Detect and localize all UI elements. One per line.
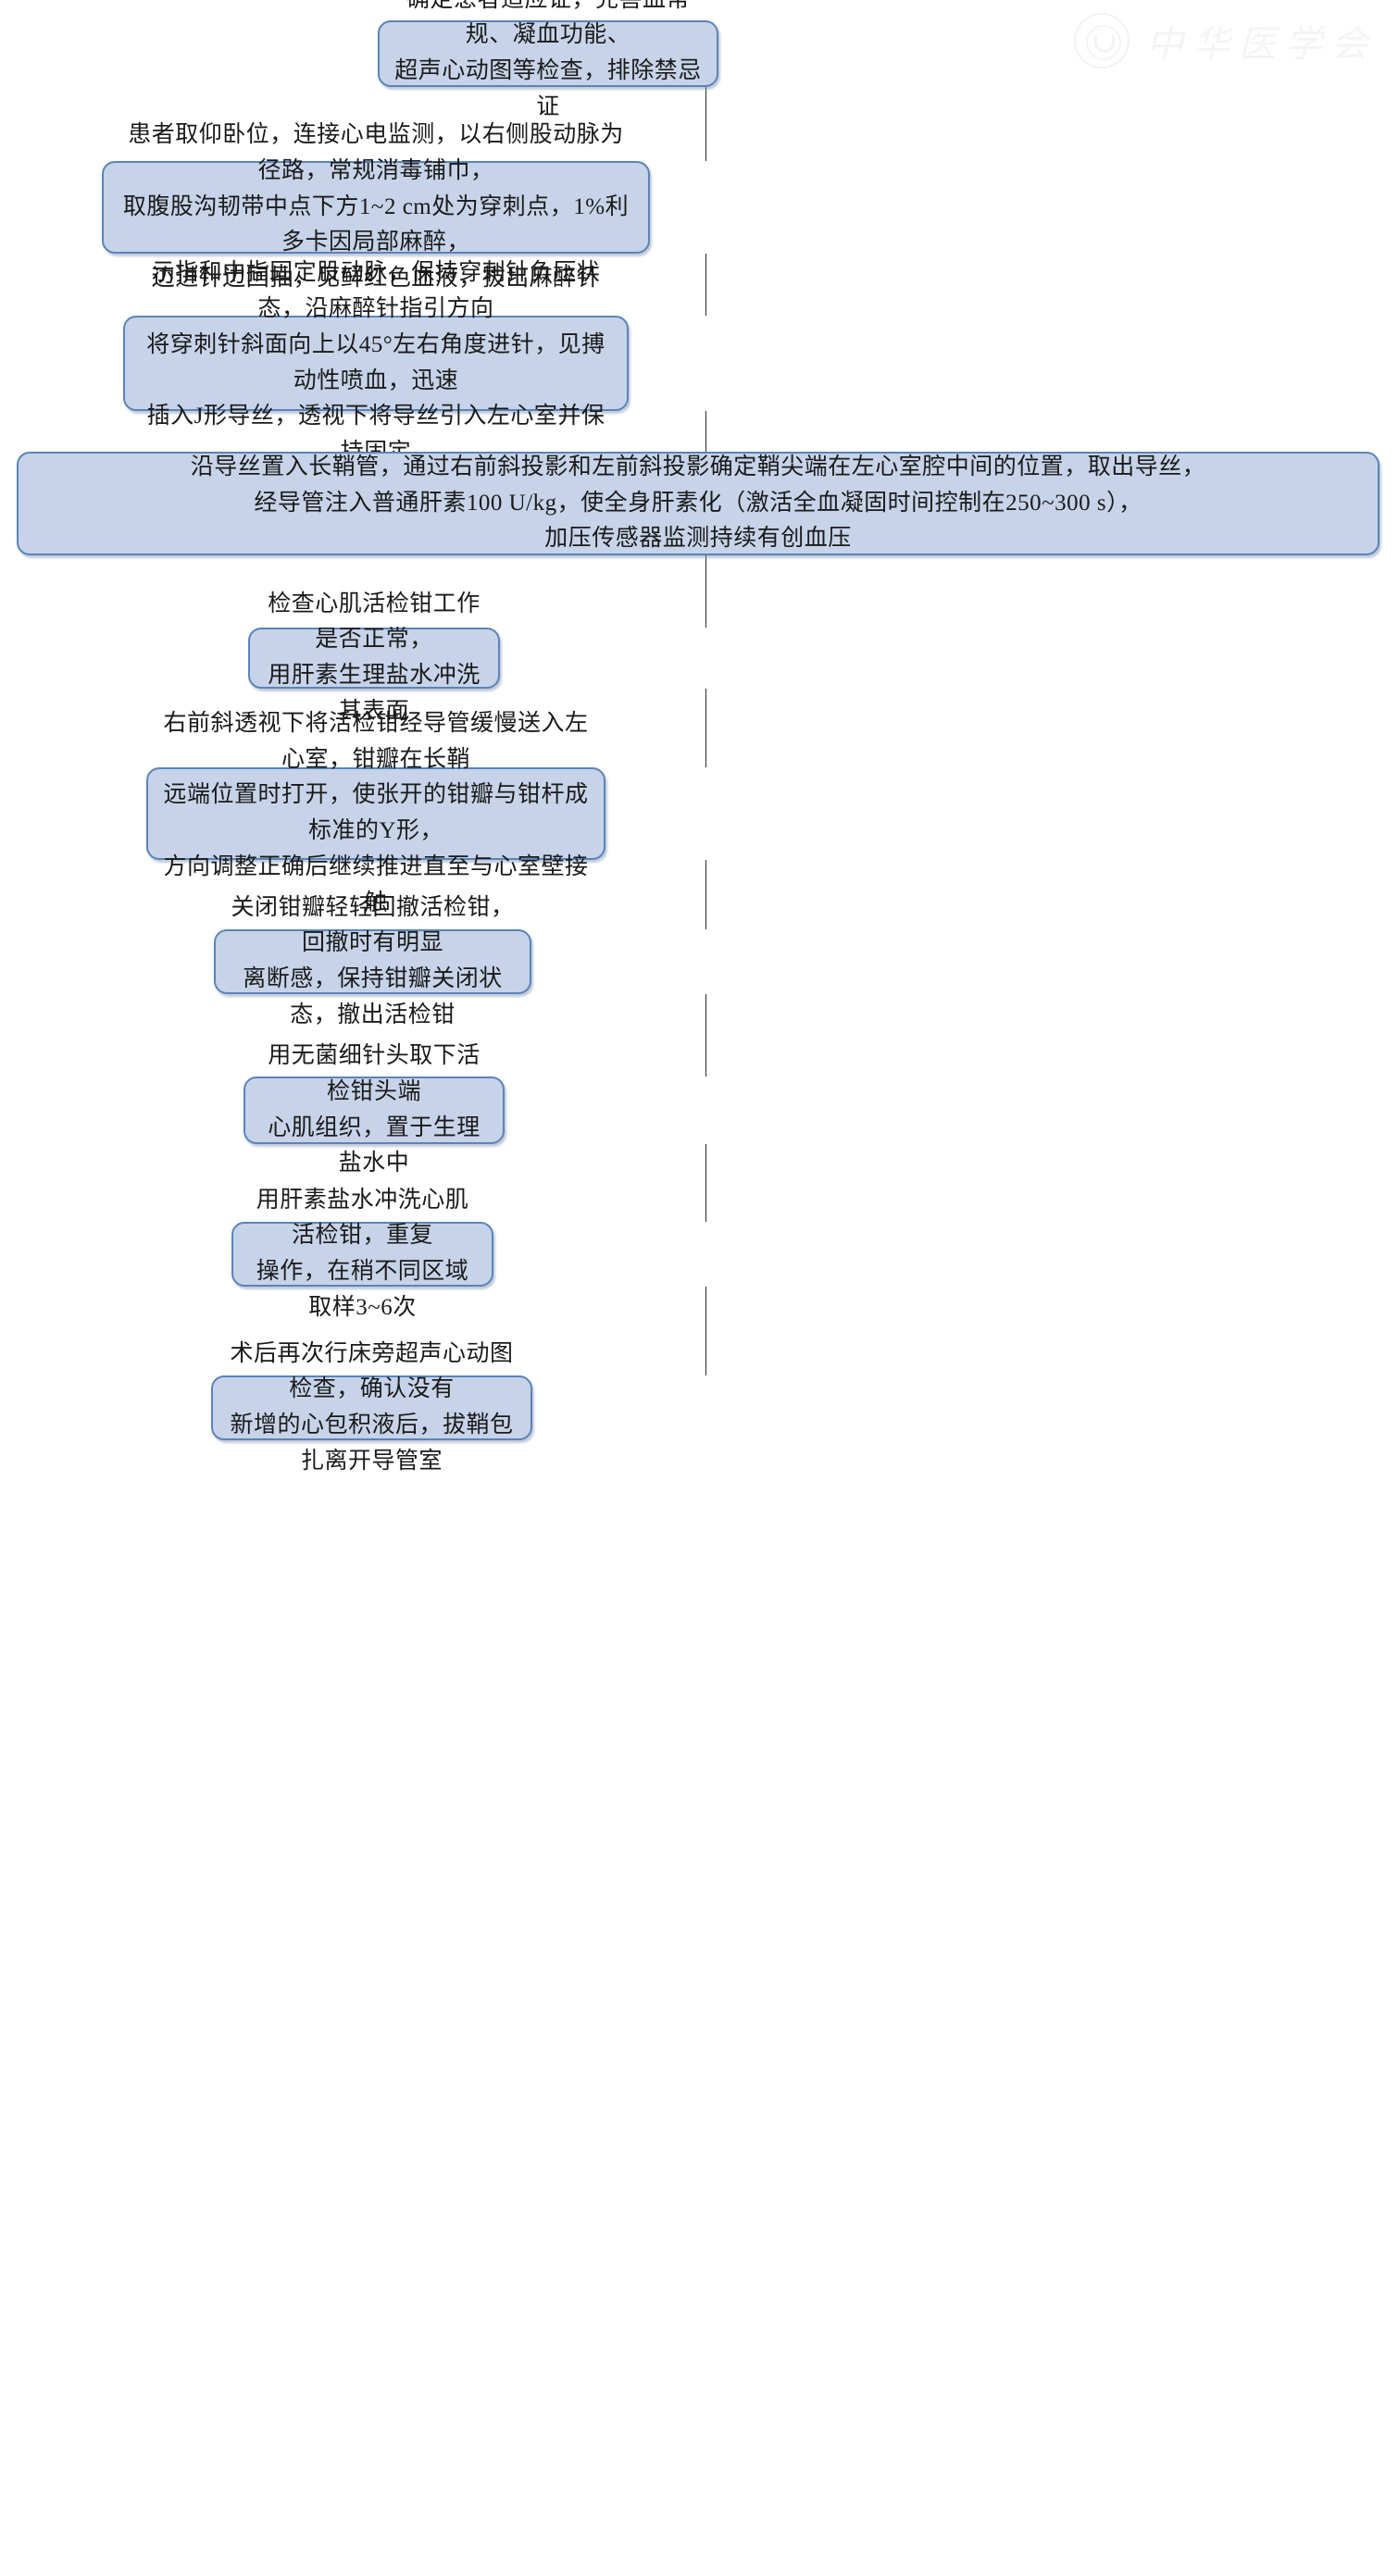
connector-step-3-to-step-4 xyxy=(705,411,706,452)
flow-node-step-8[interactable]: 用无菌细针头取下活检钳头端 心肌组织，置于生理盐水中 xyxy=(243,1043,505,1176)
flow-node-step-9[interactable]: 用肝素盐水冲洗心肌活检钳，重复 操作，在稍不同区域取样3~6次 xyxy=(231,1188,493,1320)
flow-node-step-5[interactable]: 检查心肌活检钳工作是否正常， 用肝素生理盐水冲洗其表面 xyxy=(248,591,500,724)
flow-node-label: 检查心肌活检钳工作是否正常， 用肝素生理盐水冲洗其表面 xyxy=(268,591,481,724)
connector-step-4-to-step-5 xyxy=(705,555,706,628)
flow-node-step-3[interactable]: 示指和中指固定股动脉，保持穿刺针负压状态，沿麻醉针指引方向 将穿刺针斜面向上以4… xyxy=(123,260,629,465)
flow-node-label: 确定患者适应证，完善血常规、凝血功能、 超声心动图等检查，排除禁忌证 xyxy=(394,0,702,119)
watermark: 中华医学会 xyxy=(1074,13,1378,68)
flow-node-label: 患者取仰卧位，连接心电监测，以右侧股动脉为径路，常规消毒铺巾， 取腹股沟韧带中点… xyxy=(122,122,630,292)
flow-node-label: 关闭钳瓣轻轻回撤活检钳，回撤时有明显 离断感，保持钳瓣关闭状态，撤出活检钳 xyxy=(231,894,515,1027)
flow-node-step-7[interactable]: 关闭钳瓣轻轻回撤活检钳，回撤时有明显 离断感，保持钳瓣关闭状态，撤出活检钳 xyxy=(214,895,531,1027)
flow-node-step-1[interactable]: 确定患者适应证，完善血常规、凝血功能、 超声心动图等检查，排除禁忌证 xyxy=(378,0,718,119)
connector-step-7-to-step-8 xyxy=(705,994,706,1076)
connector-step-2-to-step-3 xyxy=(705,254,706,316)
flow-node-label: 示指和中指固定股动脉，保持穿刺针负压状态，沿麻醉针指引方向 将穿刺针斜面向上以4… xyxy=(146,260,605,465)
connector-step-6-to-step-7 xyxy=(705,860,706,929)
flow-node-label: 术后再次行床旁超声心动图检查，确认没有 新增的心包积液后，拔鞘包扎离开导管室 xyxy=(230,1340,514,1474)
flow-node-step-2[interactable]: 患者取仰卧位，连接心电监测，以右侧股动脉为径路，常规消毒铺巾， 取腹股沟韧带中点… xyxy=(102,122,650,291)
watermark-text: 中华医学会 xyxy=(1146,23,1378,65)
circular-seal-icon xyxy=(1074,13,1130,68)
connector-step-9-to-step-10 xyxy=(705,1287,706,1375)
flow-node-step-6[interactable]: 右前斜透视下将活检钳经导管缓慢送入左心室，钳瓣在长鞘 远端位置时打开，使张开的钳… xyxy=(146,711,605,915)
flow-node-label: 用无菌细针头取下活检钳头端 心肌组织，置于生理盐水中 xyxy=(268,1043,481,1176)
connector-step-5-to-step-6 xyxy=(705,689,706,767)
flow-node-label: 用肝素盐水冲洗心肌活检钳，重复 操作，在稍不同区域取样3~6次 xyxy=(256,1187,469,1320)
connector-step-1-to-step-2 xyxy=(705,87,706,161)
flow-node-step-10[interactable]: 术后再次行床旁超声心动图检查，确认没有 新增的心包积液后，拔鞘包扎离开导管室 xyxy=(211,1341,532,1474)
flow-node-step-4[interactable]: 沿导丝置入长鞘管，通过右前斜投影和左前斜投影确定鞘尖端在左心室腔中间的位置，取出… xyxy=(17,452,1379,555)
connector-step-8-to-step-9 xyxy=(705,1144,706,1222)
flow-node-label: 沿导丝置入长鞘管，通过右前斜投影和左前斜投影确定鞘尖端在左心室腔中间的位置，取出… xyxy=(190,454,1206,552)
flow-node-label: 右前斜透视下将活检钳经导管缓慢送入左心室，钳瓣在长鞘 远端位置时打开，使张开的钳… xyxy=(163,710,589,915)
